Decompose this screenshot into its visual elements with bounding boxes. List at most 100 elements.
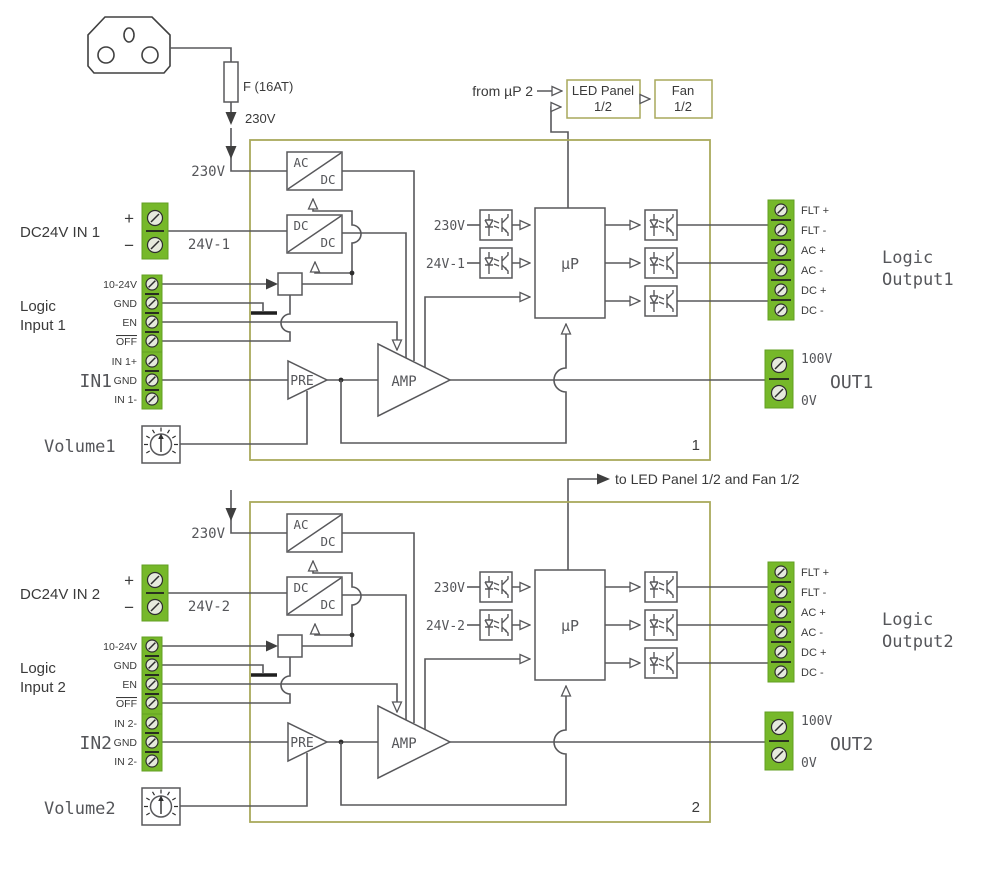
pin-label: 10-24V bbox=[103, 279, 137, 291]
arrow-right-icon bbox=[266, 278, 278, 290]
screw-terminal bbox=[774, 303, 788, 317]
mcu-box bbox=[534, 569, 606, 681]
dc24v-in-label: DC24V IN 2 bbox=[20, 586, 100, 603]
optocoupler-icon bbox=[644, 571, 678, 603]
screw-terminal bbox=[774, 263, 788, 277]
plus-label: + bbox=[124, 571, 134, 590]
minus-label: − bbox=[124, 236, 134, 255]
pin-label: EN bbox=[122, 679, 137, 691]
screw-terminal bbox=[145, 315, 159, 329]
optocoupler-icon bbox=[479, 571, 513, 603]
screw-terminal bbox=[146, 209, 164, 227]
logic-input-label-1: Logic bbox=[20, 660, 56, 677]
pin-label: IN 2- bbox=[114, 718, 137, 730]
pin-label: DC - bbox=[801, 667, 824, 679]
to-led-fan-label: to LED Panel 1/2 and Fan 1/2 bbox=[615, 471, 800, 487]
mains-voltage-label: 230V bbox=[245, 111, 276, 126]
pin-label: FLT + bbox=[801, 567, 829, 579]
channel-1: 1 230V AC DC bbox=[20, 128, 954, 464]
wire bbox=[170, 47, 232, 62]
fan-label: Fan bbox=[672, 83, 694, 98]
screw-terminal bbox=[774, 645, 788, 659]
dc24v-in-terminal: + − DC24V IN 1 bbox=[20, 202, 169, 260]
wire bbox=[315, 624, 352, 636]
junction-dot bbox=[349, 270, 355, 276]
screw-terminal bbox=[145, 277, 159, 291]
logic-output-terminal: FLT + FLT - AC + AC - DC + DC - Logic Ou… bbox=[767, 199, 954, 321]
mcu-label: µP bbox=[561, 617, 579, 635]
dc24v-in-terminal: + − DC24V IN 2 bbox=[20, 564, 169, 622]
opto-230v-label: 230V bbox=[434, 581, 465, 596]
acdc-out-label: DC bbox=[320, 534, 335, 549]
wire bbox=[340, 686, 566, 806]
logic-output-label-2: Output1 bbox=[882, 270, 954, 290]
amp-label: AMP bbox=[391, 736, 416, 752]
dcdc-in-label: DC bbox=[293, 218, 308, 233]
plug-pin-right bbox=[141, 46, 159, 64]
pin-label: 10-24V bbox=[103, 641, 137, 653]
out-0v-label: 0V bbox=[801, 756, 817, 771]
logic-output-label-2: Output2 bbox=[882, 632, 954, 652]
acdc-in-label: AC bbox=[293, 517, 308, 532]
logic-output-terminal: FLT + FLT - AC + AC - DC + DC - Logic Ou… bbox=[767, 561, 954, 683]
preamp-label: PRE bbox=[290, 736, 313, 751]
dc-net-label: 24V-1 bbox=[188, 237, 230, 253]
optocoupler-icon bbox=[644, 247, 678, 279]
wire bbox=[340, 324, 566, 444]
preamp-triangle bbox=[287, 359, 329, 401]
dcdc-in-label: DC bbox=[293, 580, 308, 595]
pin-label: OFF bbox=[116, 698, 137, 710]
minus-label: − bbox=[124, 598, 134, 617]
screw-terminal bbox=[774, 223, 788, 237]
arrow-down-icon bbox=[225, 146, 237, 159]
out-label: OUT1 bbox=[830, 372, 873, 393]
logic-input-terminal: 10-24V GND EN OFF Logic Input 2 bbox=[20, 636, 163, 716]
opto-230v-label: 230V bbox=[434, 219, 465, 234]
pin-label: AC + bbox=[801, 607, 826, 619]
wire bbox=[230, 128, 287, 172]
screw-terminal bbox=[774, 605, 788, 619]
screw-terminal bbox=[774, 625, 788, 639]
amp-label: AMP bbox=[391, 374, 416, 390]
pin-label: FLT - bbox=[801, 587, 827, 599]
pin-label: OFF bbox=[116, 336, 137, 348]
wire bbox=[180, 391, 308, 445]
plug-pin-left bbox=[97, 46, 115, 64]
wire bbox=[342, 170, 415, 361]
arrow-down-icon bbox=[225, 112, 237, 125]
screw-terminal bbox=[146, 236, 164, 254]
wire bbox=[342, 532, 415, 723]
screw-terminal bbox=[770, 746, 788, 764]
wire bbox=[162, 321, 397, 350]
screw-terminal bbox=[145, 639, 159, 653]
audio-input-terminal: IN 2- GND IN 2- IN2 bbox=[79, 713, 163, 772]
speaker-output-terminal: 100V 0V OUT1 bbox=[764, 349, 873, 409]
wire bbox=[230, 490, 287, 534]
plug-pin-top bbox=[123, 27, 135, 43]
optocoupler-icon bbox=[479, 247, 513, 279]
channel-number: 1 bbox=[692, 437, 700, 454]
volume-label: Volume2 bbox=[44, 799, 116, 819]
led-fan-section: from µP 2 LED Panel 1/2 Fan 1/2 bbox=[472, 79, 713, 208]
mains-net-label: 230V bbox=[191, 164, 225, 180]
wire bbox=[302, 199, 362, 285]
logic-input-label-1: Logic bbox=[20, 298, 56, 315]
arrow-right-icon bbox=[266, 640, 278, 652]
amp-triangle bbox=[377, 342, 452, 418]
wire bbox=[424, 297, 530, 367]
channel-frame bbox=[249, 139, 711, 461]
wire bbox=[424, 659, 530, 729]
screw-terminal bbox=[145, 716, 159, 730]
out-0v-label: 0V bbox=[801, 394, 817, 409]
screw-terminal bbox=[770, 356, 788, 374]
power-plug-icon bbox=[87, 16, 171, 74]
screw-terminal bbox=[146, 598, 164, 616]
dc24v-in-label: DC24V IN 1 bbox=[20, 224, 100, 241]
screw-terminal bbox=[774, 565, 788, 579]
wire bbox=[162, 664, 264, 673]
led-panel-sub: 1/2 bbox=[594, 99, 612, 114]
pin-label: FLT + bbox=[801, 205, 829, 217]
wire bbox=[550, 107, 569, 208]
